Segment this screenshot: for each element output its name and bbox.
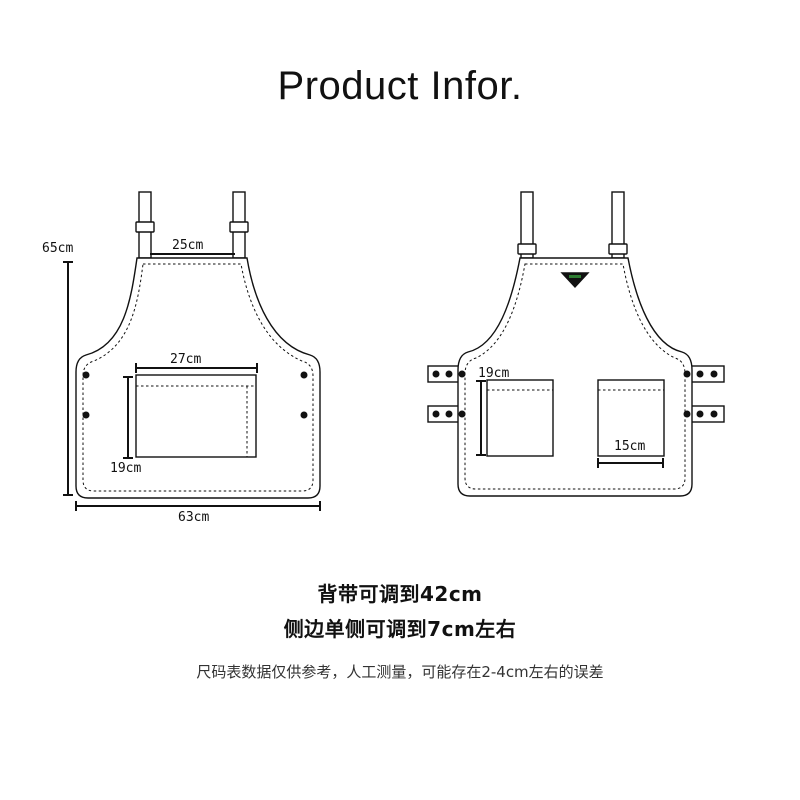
- back-rivet: [432, 370, 440, 378]
- measurement-disclaimer: 尺码表数据仅供参考，人工测量，可能存在2-4cm左右的误差: [196, 663, 604, 681]
- back-pocket-height-label: 19cm: [478, 366, 509, 381]
- front-right-buckle: [229, 221, 249, 233]
- front-rivets: [82, 371, 308, 419]
- back-rivet: [696, 370, 704, 378]
- side-adjust-note: 侧边单侧可调到7cm左右: [283, 617, 517, 641]
- back-rivets: [432, 370, 718, 418]
- back-pocket-width-label: 15cm: [614, 439, 645, 454]
- front-left-buckle: [135, 221, 155, 233]
- back-rivet: [458, 410, 466, 418]
- front-strap-width-label: 25cm: [172, 238, 203, 253]
- back-apron: [427, 191, 725, 497]
- back-right-buckle: [608, 243, 628, 255]
- back-left-buckle: [517, 243, 537, 255]
- front-apron: [63, 191, 321, 511]
- front-rivet: [82, 371, 90, 379]
- back-rivet: [683, 370, 691, 378]
- front-rivet: [82, 411, 90, 419]
- back-rivet: [710, 410, 718, 418]
- back-left-pocket: [486, 379, 554, 457]
- back-apron-stitching: [464, 263, 686, 490]
- back-rivet: [445, 410, 453, 418]
- back-rivet: [683, 410, 691, 418]
- front-pocket-height-label: 19cm: [110, 461, 141, 476]
- front-rivet: [300, 411, 308, 419]
- front-bottom-width-label: 63cm: [178, 510, 209, 525]
- front-pocket-width-label: 27cm: [170, 352, 201, 367]
- front-pocket: [135, 374, 257, 458]
- back-right-pocket: [597, 379, 665, 457]
- back-rivet: [445, 370, 453, 378]
- back-rivet: [696, 410, 704, 418]
- front-height-label: 65cm: [42, 241, 73, 256]
- back-rivet: [432, 410, 440, 418]
- brand-logo-tag: [560, 272, 590, 289]
- front-rivet: [300, 371, 308, 379]
- strap-adjust-note: 背带可调到42cm: [317, 582, 483, 606]
- page-title: Product Infor.: [277, 64, 523, 108]
- back-rivet: [458, 370, 466, 378]
- back-rivet: [710, 370, 718, 378]
